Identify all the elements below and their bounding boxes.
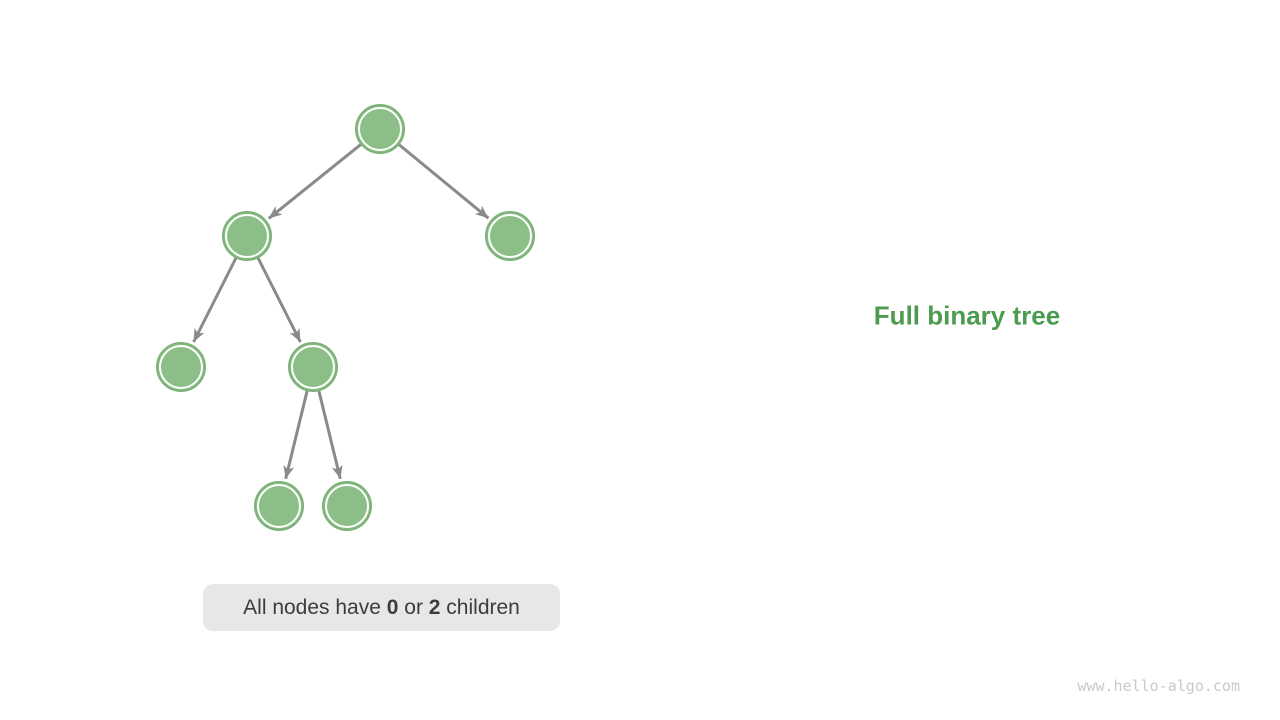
tree-node-body xyxy=(355,104,405,154)
tree-edge-n5-n6 xyxy=(283,388,309,480)
tree-node-body xyxy=(322,481,372,531)
tree-node-inner-ring xyxy=(257,484,301,528)
tree-node-body xyxy=(222,211,272,261)
tree-node-body xyxy=(254,481,304,531)
caption-bold-segment: 2 xyxy=(428,595,441,619)
caption-box: All nodes have 0 or 2 children xyxy=(203,584,560,631)
tree-edge-n2-n5 xyxy=(255,255,302,343)
tree-node-body xyxy=(288,342,338,392)
caption-segment: All nodes have xyxy=(243,595,387,619)
tree-node-inner-ring xyxy=(159,345,203,389)
tree-node-n4 xyxy=(156,342,206,392)
caption-bold-segment: 0 xyxy=(386,595,399,619)
tree-node-inner-ring xyxy=(325,484,369,528)
caption-segment: or xyxy=(398,595,429,619)
tree-node-n7 xyxy=(322,481,372,531)
tree-node-n1 xyxy=(355,104,405,154)
tree-node-n5 xyxy=(288,342,338,392)
tree-node-body xyxy=(156,342,206,392)
tree-node-inner-ring xyxy=(488,214,532,258)
diagram-title: Full binary tree xyxy=(873,300,1061,331)
tree-node-n3 xyxy=(485,211,535,261)
tree-node-inner-ring xyxy=(225,214,269,258)
tree-edge-n1-n3 xyxy=(396,142,490,220)
tree-node-inner-ring xyxy=(358,107,402,151)
tree-edge-n1-n2 xyxy=(267,142,364,220)
tree-node-n6 xyxy=(254,481,304,531)
caption-segment: children xyxy=(440,595,520,619)
tree-edge-n5-n7 xyxy=(317,388,343,480)
watermark: www.hello-algo.com xyxy=(1077,677,1240,695)
tree-edges xyxy=(192,142,490,480)
tree-node-n2 xyxy=(222,211,272,261)
caption-text: All nodes have 0 or 2 children xyxy=(243,596,520,620)
tree-node-body xyxy=(485,211,535,261)
tree-node-inner-ring xyxy=(291,345,335,389)
tree-edge-n2-n4 xyxy=(192,255,239,343)
tree-nodes xyxy=(156,104,535,531)
